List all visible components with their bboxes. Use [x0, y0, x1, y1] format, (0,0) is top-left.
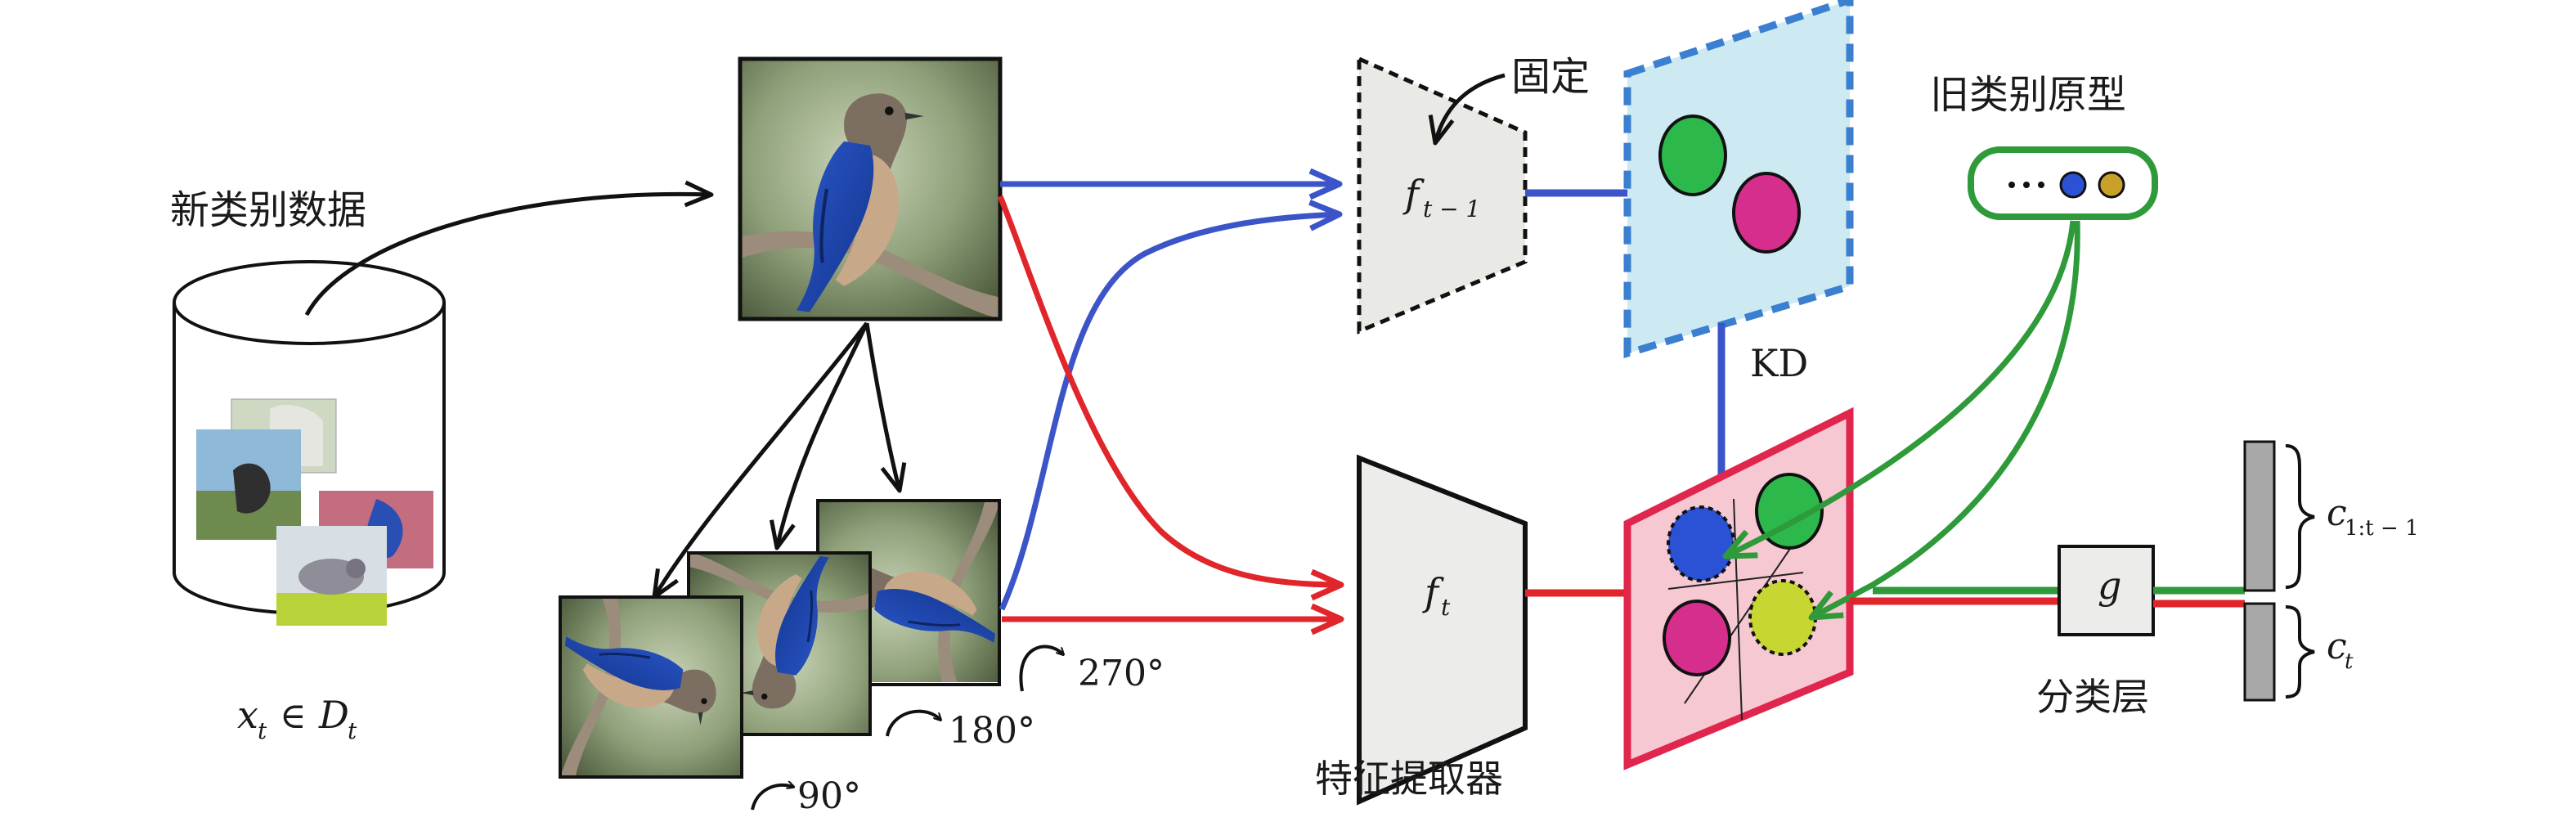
- red-paths: [997, 195, 1344, 636]
- old-feature-space: [1623, 0, 1854, 359]
- new-feature-space: [1623, 407, 1854, 770]
- data-sample-arrow: [304, 180, 714, 317]
- old-model-box: f t − 1: [1357, 56, 1528, 335]
- prototype-memory: [1968, 146, 2158, 220]
- svg-text:c: c: [2327, 492, 2347, 534]
- svg-text:∈: ∈: [280, 695, 307, 737]
- fixed-arrow: [1428, 73, 1506, 146]
- svg-text:t: t: [1441, 594, 1451, 621]
- rotation-arrows: [652, 321, 907, 600]
- rotated-image-90: [559, 595, 743, 779]
- classifier-box: g: [2058, 545, 2155, 636]
- svg-text:g: g: [2098, 564, 2121, 608]
- green-paths: [1722, 220, 2080, 621]
- old-model-subscript: t − 1: [1423, 195, 1480, 222]
- old-classes-label: c 1:t − 1: [2327, 492, 2419, 541]
- rotation-90-label: 90°: [797, 775, 861, 817]
- svg-text:c: c: [2327, 626, 2347, 667]
- new-model-box: f t: [1357, 454, 1528, 806]
- feature-extractor-label: 特征提取器: [1315, 757, 1503, 801]
- dataset-formula: x t ∈ D t: [237, 693, 357, 744]
- svg-text:D: D: [318, 693, 349, 737]
- classifier-label: 分类层: [2036, 675, 2149, 719]
- rotation-270-label: 270°: [1078, 653, 1165, 694]
- output-logits: [2243, 440, 2276, 702]
- new-class-data-label: 新类别数据: [170, 187, 366, 233]
- svg-text:t: t: [348, 717, 357, 744]
- svg-text:t: t: [258, 717, 267, 744]
- dataset-thumbnails: [196, 398, 433, 626]
- old-classes-subscript: 1:t − 1: [2345, 516, 2419, 541]
- svg-text:x: x: [237, 693, 258, 737]
- fixed-label: 固定: [1511, 54, 1590, 100]
- blue-paths: [999, 168, 1343, 611]
- output-braces: [2285, 444, 2315, 698]
- rotation-glyphs: [751, 645, 1063, 811]
- kd-label: KD: [1750, 341, 1808, 385]
- original-bird-image: [738, 56, 1003, 321]
- old-prototypes-label: 旧类别原型: [1930, 72, 2126, 118]
- rotation-180-label: 180°: [949, 710, 1035, 752]
- new-classes-label: c t: [2327, 626, 2354, 674]
- svg-text:t: t: [2345, 649, 2354, 674]
